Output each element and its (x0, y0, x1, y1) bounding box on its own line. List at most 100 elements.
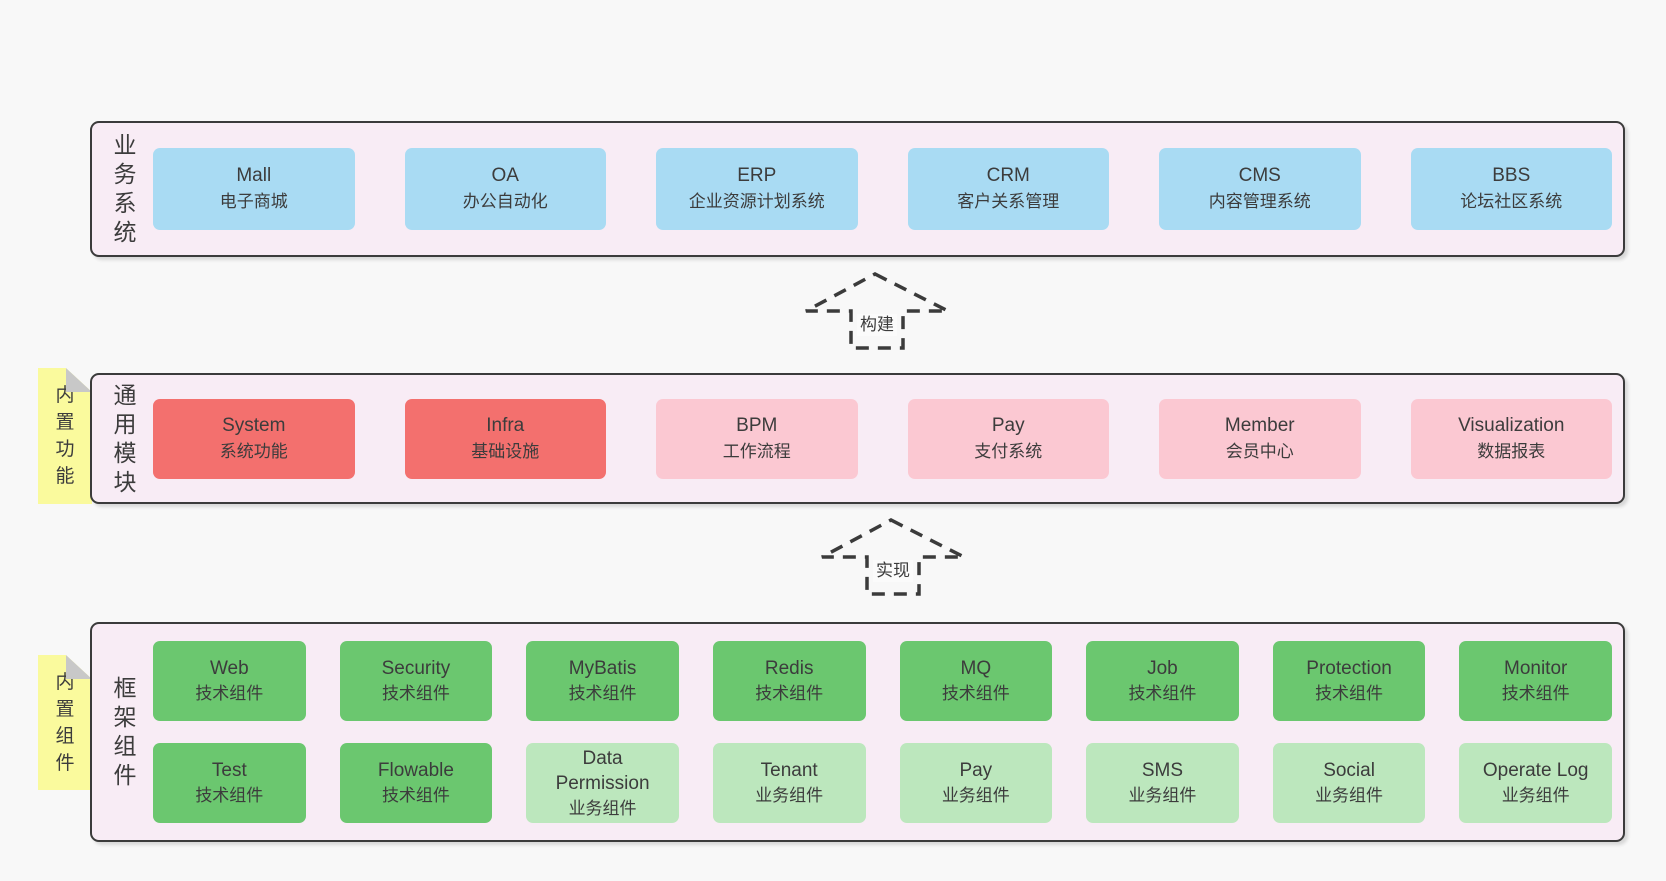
module-box-sms: SMS 业务组件 (1086, 743, 1239, 823)
module-subtitle: 技术组件 (755, 684, 824, 703)
module-box-mybatis: MyBatis 技术组件 (526, 641, 679, 721)
layer-common-modules: 通用模块 System 系统功能 Infra 基础设施 BPM 工作流程 Pay… (90, 373, 1625, 504)
module-subtitle: 技术组件 (1501, 684, 1570, 703)
module-subtitle: 电子商城 (219, 192, 288, 211)
module-box-data-permission: Data Permission 业务组件 (526, 743, 679, 823)
folded-corner (66, 655, 92, 679)
module-subtitle: 技术组件 (381, 786, 450, 805)
module-name: MQ (960, 658, 992, 679)
layer-label-common-modules: 通用模块 (113, 381, 137, 495)
module-name: ERP (737, 165, 777, 186)
module-name: SMS (1141, 760, 1184, 781)
module-box-erp: ERP 企业资源计划系统 (656, 148, 858, 230)
module-box-oa: OA 办公自动化 (404, 148, 606, 230)
module-box-monitor: Monitor 技术组件 (1459, 641, 1612, 721)
sticky-note-built-in-components: 内置组件 (38, 655, 92, 790)
module-subtitle: 业务组件 (1128, 786, 1197, 805)
module-box-job: Job 技术组件 (1086, 641, 1239, 721)
layer-label-business-systems: 业务系统 (113, 132, 137, 245)
sticky-note-label: 内置组件 (55, 671, 75, 774)
module-box-flowable: Flowable 技术组件 (339, 743, 493, 823)
module-box-bpm: BPM 工作流程 (656, 398, 858, 479)
module-name: Member (1224, 414, 1295, 436)
module-subtitle: 论坛社区系统 (1460, 192, 1563, 211)
module-box-pay-component: Pay 业务组件 (899, 743, 1053, 823)
module-box-system: System 系统功能 (153, 398, 355, 479)
module-row: Test 技术组件 Flowable 技术组件 Data Permission … (153, 743, 1612, 823)
module-box-crm: CRM 客户关系管理 (907, 148, 1109, 230)
module-box-member: Member 会员中心 (1159, 398, 1361, 479)
module-name: Visualization (1458, 414, 1565, 436)
layer-label-framework-components: 框架组件 (113, 675, 137, 788)
module-subtitle: 业务组件 (1315, 786, 1384, 805)
module-subtitle: 企业资源计划系统 (688, 192, 825, 211)
module-name: BPM (736, 414, 778, 436)
module-name: Social (1323, 760, 1375, 781)
module-subtitle: 业务组件 (1501, 786, 1570, 805)
module-name: CMS (1238, 165, 1281, 186)
module-subtitle: 技术组件 (941, 684, 1010, 703)
module-subtitle: 技术组件 (568, 684, 637, 703)
module-name: Infra (486, 414, 525, 436)
module-box-test: Test 技术组件 (153, 743, 306, 823)
module-subtitle: 业务组件 (755, 786, 824, 805)
up-arrow-dashed-icon (821, 518, 965, 596)
sticky-note-built-in-features: 内置功能 (38, 368, 92, 504)
module-row: System 系统功能 Infra 基础设施 BPM 工作流程 Pay 支付系统… (153, 398, 1612, 479)
module-box-mall: Mall 电子商城 (153, 148, 355, 230)
module-box-web: Web 技术组件 (153, 641, 306, 721)
module-box-operate-log: Operate Log 业务组件 (1459, 743, 1612, 823)
module-box-protection: Protection 技术组件 (1272, 641, 1426, 721)
module-subtitle: 支付系统 (974, 441, 1043, 461)
module-box-redis: Redis 技术组件 (712, 641, 866, 721)
module-subtitle: 业务组件 (568, 798, 637, 818)
arrow-implement: 实现 (818, 516, 968, 598)
module-name: Pay (991, 414, 1025, 436)
module-box-visualization: Visualization 数据报表 (1410, 398, 1612, 479)
layer-content: Mall 电子商城 OA 办公自动化 ERP 企业资源计划系统 CRM 客户关系… (138, 148, 1623, 230)
module-subtitle: 办公自动化 (462, 192, 548, 211)
layer-business-systems: 业务系统 Mall 电子商城 OA 办公自动化 ERP 企业资源计划系统 CRM… (90, 121, 1625, 257)
module-subtitle: 内容管理系统 (1208, 192, 1311, 211)
sticky-note-label: 内置功能 (55, 385, 75, 487)
module-subtitle: 技术组件 (1315, 684, 1384, 703)
layer-content: System 系统功能 Infra 基础设施 BPM 工作流程 Pay 支付系统… (138, 398, 1623, 479)
module-name: MyBatis (568, 658, 637, 679)
module-name: Data Permission (555, 747, 650, 794)
module-subtitle: 技术组件 (195, 786, 264, 805)
module-name: Web (209, 658, 249, 679)
module-row: Mall 电子商城 OA 办公自动化 ERP 企业资源计划系统 CRM 客户关系… (153, 148, 1612, 230)
module-subtitle: 会员中心 (1225, 441, 1294, 461)
module-box-mq: MQ 技术组件 (899, 641, 1053, 721)
module-box-cms: CMS 内容管理系统 (1159, 148, 1361, 230)
module-name: Job (1147, 658, 1178, 679)
layer-framework-components: 框架组件 Web 技术组件 Security 技术组件 MyBatis 技术组件… (90, 622, 1625, 842)
folded-corner (66, 368, 92, 392)
module-name: Monitor (1504, 658, 1568, 679)
module-subtitle: 客户关系管理 (957, 192, 1060, 211)
module-subtitle: 工作流程 (722, 441, 791, 461)
module-subtitle: 技术组件 (1128, 684, 1197, 703)
module-box-pay: Pay 支付系统 (907, 398, 1109, 479)
module-name: CRM (986, 165, 1030, 186)
arrow-label-build: 构建 (857, 314, 897, 336)
module-name: Security (381, 658, 451, 679)
module-box-tenant: Tenant 业务组件 (712, 743, 866, 823)
arrow-label-implement: 实现 (873, 560, 913, 582)
module-box-security: Security 技术组件 (339, 641, 493, 721)
module-name: Protection (1306, 658, 1392, 679)
module-name: Tenant (760, 760, 818, 781)
module-box-infra: Infra 基础设施 (404, 398, 606, 479)
module-box-social: Social 业务组件 (1272, 743, 1426, 823)
up-arrow-dashed-icon (805, 272, 949, 350)
module-name: Operate Log (1482, 760, 1589, 781)
module-subtitle: 系统功能 (219, 441, 288, 461)
module-name: Flowable (377, 760, 454, 781)
module-name: OA (491, 165, 519, 186)
module-subtitle: 基础设施 (471, 441, 540, 461)
module-name: BBS (1492, 165, 1531, 186)
module-name: Test (211, 760, 247, 781)
arrow-build: 构建 (802, 270, 952, 352)
module-name: Mall (236, 165, 272, 186)
